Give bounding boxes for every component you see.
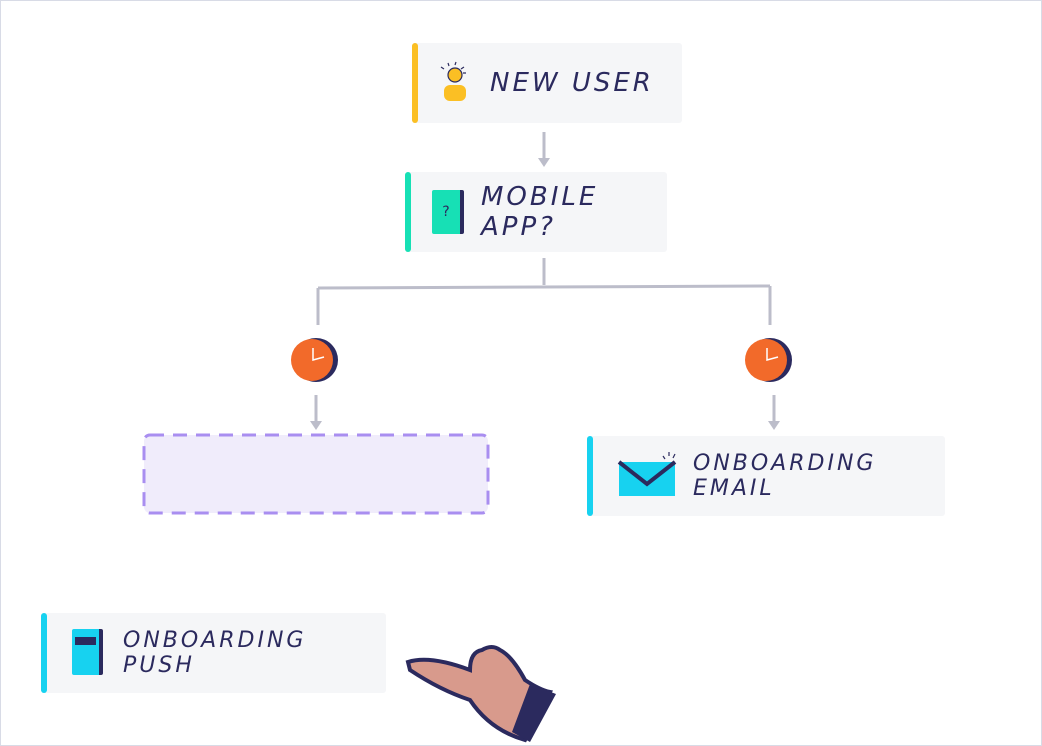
node-label: ONBOARDING EMAIL <box>693 451 877 501</box>
node-accent-bar <box>412 43 418 123</box>
node-label: ONBOARDING PUSH <box>123 628 307 678</box>
node-onboarding-push[interactable]: ONBOARDING PUSH <box>41 613 386 693</box>
node-label: MOBILE APP? <box>481 182 599 242</box>
node-label: NEW USER <box>490 68 654 98</box>
empty-drop-slot <box>142 433 490 515</box>
timer-icon-right <box>745 338 792 382</box>
node-accent-bar <box>587 436 593 516</box>
branch-connector <box>316 258 772 325</box>
node-accent-bar <box>41 613 47 693</box>
node-onboarding-email[interactable]: ONBOARDING EMAIL <box>587 436 945 516</box>
email-icon <box>617 452 677 496</box>
node-mobile-app[interactable]: ? MOBILE APP? <box>405 172 667 252</box>
node-accent-bar <box>405 172 411 252</box>
timer-icon-left <box>291 338 338 382</box>
user-icon <box>440 61 466 101</box>
mobile-question-icon: ? <box>432 190 464 234</box>
node-new-user[interactable]: NEW USER <box>412 43 682 123</box>
mobile-push-icon <box>72 629 103 675</box>
